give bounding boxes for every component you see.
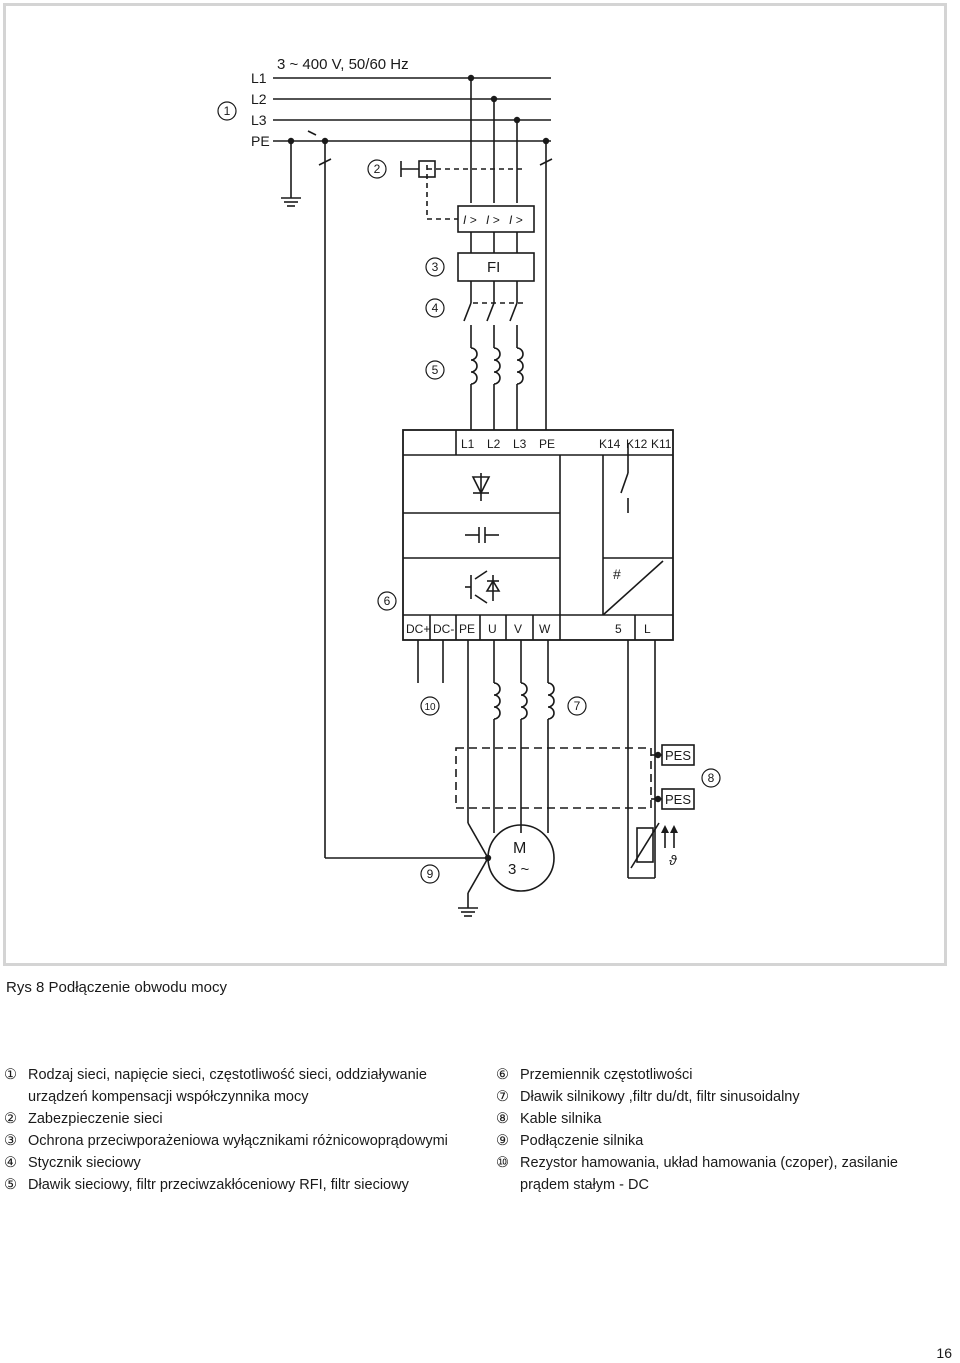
line-label: L1: [251, 70, 267, 86]
legend-number: ④: [4, 1155, 17, 1171]
callout-2: 2: [374, 162, 381, 176]
terminal-label: W: [539, 622, 551, 636]
callout-8: 8: [708, 771, 715, 785]
callout-9: 9: [427, 867, 434, 881]
motor-phase: 3 ~: [508, 861, 530, 878]
callout-1: 1: [224, 104, 231, 118]
callout-10: 10: [424, 702, 436, 713]
legend-item: ⑥ Przemiennik częstotliwości: [496, 1064, 936, 1086]
legend-item: ⑩ Rezystor hamowania, układ hamowania (cz…: [496, 1152, 936, 1196]
legend-text: Podłączenie silnika: [520, 1133, 644, 1149]
legend-text: Zabezpieczenie sieci: [28, 1111, 163, 1127]
legend-number: ③: [4, 1133, 17, 1149]
pes-label: PES: [665, 748, 691, 763]
legend-text: Rodzaj sieci, napięcie sieci, częstotliw…: [28, 1067, 427, 1105]
callout-7: 7: [574, 699, 581, 713]
figure-caption: Rys 8 Podłączenie obwodu mocy: [6, 979, 227, 996]
terminal-label: U: [488, 622, 497, 636]
legend-item: ② Zabezpieczenie sieci: [4, 1108, 474, 1130]
legend-item: ③ Ochrona przeciwporażeniowa wyłącznikami…: [4, 1130, 474, 1152]
legend-text: Kable silnika: [520, 1111, 602, 1127]
legend-text: Rezystor hamowania, układ hamowania (czo…: [520, 1155, 898, 1193]
callout-3: 3: [432, 260, 439, 274]
line-label: L2: [251, 91, 267, 107]
legend-number: ⑤: [4, 1177, 17, 1193]
power-circuit-diagram: 3 ~ 400 V, 50/60 Hz L1 L2 L3 PE I > I > …: [217, 56, 721, 917]
terminal-label: PE: [539, 437, 555, 451]
legend-number: ①: [4, 1067, 17, 1083]
motor-label: M: [513, 840, 526, 857]
legend-text: Ochrona przeciwporażeniowa wyłącznikami …: [28, 1133, 448, 1149]
fi-label: FI: [487, 259, 500, 276]
terminal-label: DC+: [406, 622, 430, 636]
legend-number: ⑧: [496, 1111, 509, 1127]
terminal-label: L1: [461, 437, 475, 451]
legend-number: ⑩: [496, 1155, 509, 1171]
breaker-label: I >: [463, 213, 477, 227]
callout-5: 5: [432, 363, 439, 377]
relay-terminal: K11: [651, 437, 672, 451]
line-label: PE: [251, 133, 270, 149]
callout-6: 6: [384, 594, 391, 608]
breaker-label: I >: [509, 213, 523, 227]
legend-number: ②: [4, 1111, 17, 1127]
breaker-label: I >: [486, 213, 500, 227]
legend-item: ⑤ Dławik sieciowy, filtr przeciwzakłóceni…: [4, 1174, 474, 1196]
page-number: 16: [936, 1345, 952, 1361]
hash-label: #: [613, 566, 621, 582]
legend-number: ⑦: [496, 1089, 509, 1105]
terminal-label: DC-: [433, 622, 454, 636]
relay-terminal: K14: [599, 437, 621, 451]
diagram-frame: 3 ~ 400 V, 50/60 Hz L1 L2 L3 PE I > I > …: [3, 3, 947, 966]
callout-4: 4: [432, 301, 439, 315]
legend-text: Dławik silnikowy ,filtr du/dt, filtr sin…: [520, 1089, 800, 1105]
legend-number: ⑨: [496, 1133, 509, 1149]
line-label: L3: [251, 112, 267, 128]
pes-label: PES: [665, 792, 691, 807]
legend-right: ⑥ Przemiennik częstotliwości ⑦ Dławik siln…: [496, 1064, 936, 1196]
terminal-label: 5: [615, 622, 622, 636]
supply-label: 3 ~ 400 V, 50/60 Hz: [277, 56, 409, 73]
theta-label: ϑ: [669, 852, 678, 868]
legend-item: ① Rodzaj sieci, napięcie sieci, częstotli…: [4, 1064, 474, 1108]
terminal-label: L3: [513, 437, 527, 451]
legend-text: Przemiennik częstotliwości: [520, 1067, 693, 1083]
terminal-label: L: [644, 622, 651, 636]
relay-terminal: K12: [626, 437, 648, 451]
legend-text: Stycznik sieciowy: [28, 1155, 141, 1171]
legend-item: ⑦ Dławik silnikowy ,filtr du/dt, filtr si…: [496, 1086, 936, 1108]
terminal-label: V: [514, 622, 522, 636]
legend-text: Dławik sieciowy, filtr przeciwzakłócenio…: [28, 1177, 409, 1193]
terminal-label: L2: [487, 437, 501, 451]
legend-item: ⑨ Podłączenie silnika: [496, 1130, 936, 1152]
legend-number: ⑥: [496, 1067, 509, 1083]
legend-item: ④ Stycznik sieciowy: [4, 1152, 474, 1174]
terminal-label: PE: [459, 622, 475, 636]
legend-left: ① Rodzaj sieci, napięcie sieci, częstotli…: [4, 1064, 474, 1196]
legend-item: ⑧ Kable silnika: [496, 1108, 936, 1130]
